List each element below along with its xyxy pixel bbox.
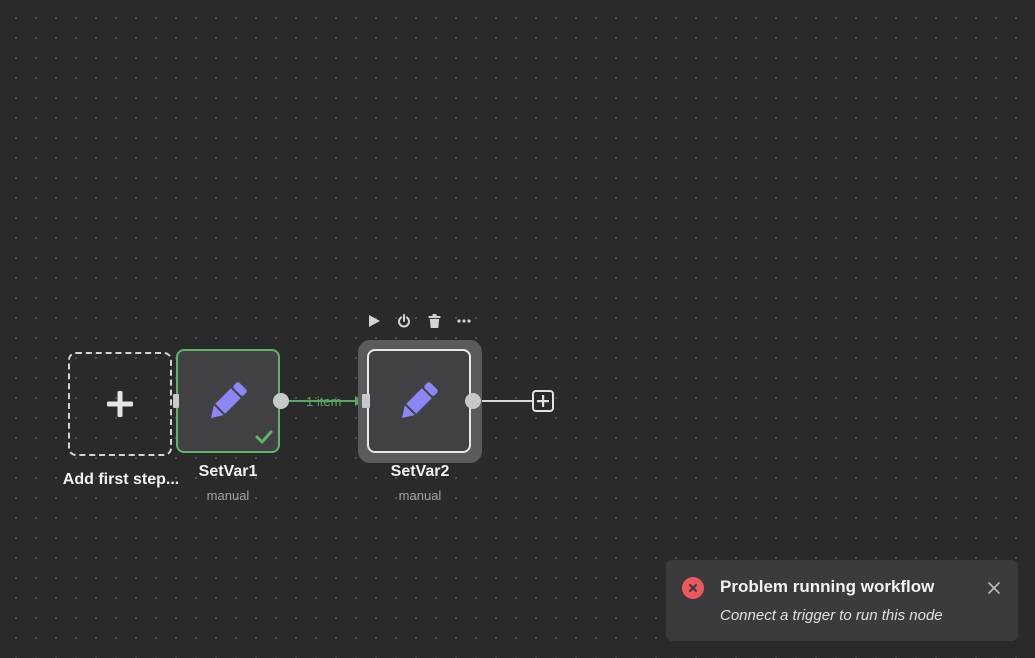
node-setvar1-title: SetVar1 xyxy=(198,463,258,480)
plus-icon xyxy=(107,391,133,417)
success-check-icon xyxy=(255,430,273,444)
add-first-step-label: Add first step... xyxy=(62,471,180,488)
error-icon xyxy=(682,577,704,599)
node-options-button[interactable] xyxy=(453,311,475,331)
toast-title: Problem running workflow xyxy=(720,577,935,596)
node-setvar2[interactable] xyxy=(367,349,471,453)
plus-icon xyxy=(537,395,549,407)
node-toolbar xyxy=(363,311,475,331)
add-next-node-button[interactable] xyxy=(532,390,554,412)
add-first-step-button[interactable] xyxy=(68,352,172,456)
node-setvar1-input-handle[interactable] xyxy=(173,394,179,408)
node-setvar1-subtitle: manual xyxy=(206,488,250,503)
play-icon xyxy=(369,315,380,327)
pencil-icon xyxy=(402,382,438,418)
execute-node-button[interactable] xyxy=(363,311,385,331)
more-icon xyxy=(457,319,471,323)
deactivate-node-button[interactable] xyxy=(393,311,415,331)
node-setvar2-output-handle[interactable] xyxy=(465,393,481,409)
close-icon xyxy=(988,582,1000,594)
power-icon xyxy=(398,314,410,328)
pencil-icon xyxy=(211,382,247,418)
node-setvar1-output-handle[interactable] xyxy=(273,393,289,409)
delete-node-button[interactable] xyxy=(423,311,445,331)
error-toast xyxy=(666,560,1018,641)
node-setvar2-title: SetVar2 xyxy=(390,463,450,480)
node-setvar2-input-handle[interactable] xyxy=(362,394,370,408)
node-setvar1[interactable] xyxy=(176,349,280,453)
toast-message: Connect a trigger to run this node xyxy=(720,607,943,624)
connection-item-count: 1 item xyxy=(306,394,342,409)
trash-icon xyxy=(428,314,440,328)
toast-close-button[interactable] xyxy=(984,578,1004,598)
node-setvar2-subtitle: manual xyxy=(398,488,442,503)
